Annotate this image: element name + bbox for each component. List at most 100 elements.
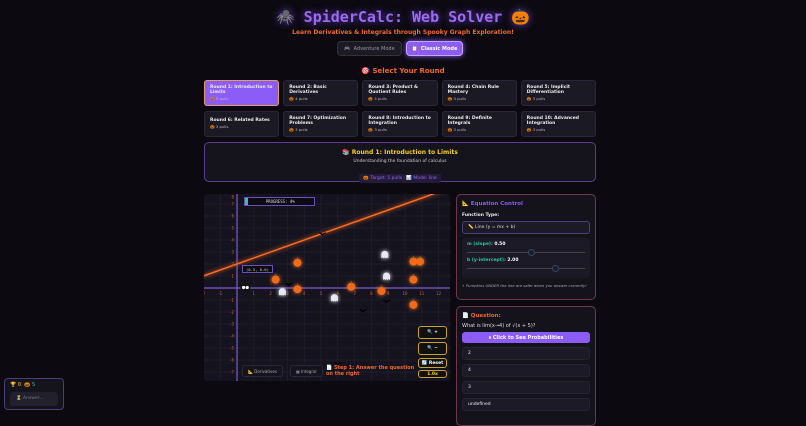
intercept-slider[interactable] bbox=[467, 265, 585, 272]
pumpkin-stem bbox=[350, 281, 352, 284]
gamepad-icon: 🎮 bbox=[344, 45, 351, 52]
x-tick-label: -1 bbox=[218, 291, 222, 296]
answer-input[interactable]: ⏳ Answer... bbox=[10, 392, 58, 406]
answer-option[interactable]: 4 bbox=[462, 364, 590, 377]
graph-canvas[interactable]: -2-112345678910111287654321-1-2-3-4-5-6-… bbox=[204, 194, 450, 381]
slope-label: m (slope): bbox=[467, 242, 493, 247]
spider-icon bbox=[240, 284, 251, 292]
pumpkin-icon bbox=[409, 257, 418, 266]
round-info-desc: Understanding the foundation of calculus bbox=[353, 159, 447, 164]
round-label: Round 10: Advanced Integration bbox=[526, 115, 579, 127]
pumpkin-icon bbox=[293, 258, 302, 267]
x-tick-label: 6 bbox=[337, 291, 340, 296]
adventure-mode-button[interactable]: 🎮Adventure Mode bbox=[337, 41, 402, 56]
x-tick-label: 8 bbox=[370, 291, 373, 296]
question-title: 📄 Question: bbox=[462, 313, 501, 319]
select-round-heading: 🎯 Select Your Round bbox=[361, 67, 445, 75]
pumpkin-stem bbox=[275, 274, 277, 277]
derivatives-button[interactable]: 📐 Derivatives bbox=[242, 365, 283, 377]
answer-option[interactable]: undefined bbox=[462, 398, 590, 411]
zoom-level: 1.0x bbox=[418, 370, 447, 378]
graph-svg[interactable]: -2-112345678910111287654321-1-2-3-4-5-6-… bbox=[204, 194, 450, 381]
pumpkin-stem bbox=[296, 257, 298, 260]
x-tick-label: 1 bbox=[253, 291, 256, 296]
y-tick-label: 5 bbox=[231, 226, 234, 231]
y-tick-label: -6 bbox=[230, 358, 234, 363]
round-info-title: 📚 Round 1: Introduction to Limits bbox=[342, 149, 458, 156]
round-card[interactable]: Round 10: Advanced Integration🎃 3 pulls bbox=[520, 111, 596, 137]
bat-icon bbox=[359, 309, 367, 313]
app-subtitle: Learn Derivatives & Integrals through Sp… bbox=[292, 29, 514, 36]
ghost-icon bbox=[381, 250, 389, 259]
reset-button[interactable]: 🔄 Reset bbox=[418, 358, 447, 368]
pumpkin-stem bbox=[419, 256, 421, 259]
function-type-label: Function Type: bbox=[462, 213, 500, 218]
classic-mode-button[interactable]: 📋Classic Mode bbox=[406, 41, 463, 56]
clipboard-icon: 📋 bbox=[411, 45, 418, 52]
slider-handle[interactable] bbox=[551, 265, 559, 272]
round-pulls: 🎃 3 pulls bbox=[526, 95, 546, 101]
round-label: Round 9: Definite Integrals bbox=[447, 115, 492, 127]
pumpkin-icon bbox=[271, 275, 280, 284]
bat-icon bbox=[285, 282, 294, 287]
slider-handle[interactable] bbox=[528, 249, 536, 256]
pumpkin-stem bbox=[412, 256, 414, 259]
y-tick-label: 2 bbox=[231, 262, 234, 267]
zoom-out-button[interactable]: 🔍 − bbox=[418, 342, 447, 355]
y-tick-label: -7 bbox=[230, 370, 234, 375]
round-label: Round 4: Chain Rule Mastery bbox=[447, 84, 499, 96]
round-card[interactable]: Round 3: Product & Quotient Rules🎃 4 pul… bbox=[362, 80, 438, 106]
round-card[interactable]: Round 4: Chain Rule Mastery🎃 4 pulls bbox=[441, 80, 517, 106]
slope-slider[interactable] bbox=[467, 249, 585, 256]
x-tick-label: 5 bbox=[320, 291, 323, 296]
mode-label: Classic Mode bbox=[420, 45, 458, 52]
round-card[interactable]: Round 9: Definite Integrals🎃 3 pulls bbox=[441, 111, 517, 137]
answer-option[interactable]: 3 bbox=[462, 381, 590, 394]
y-tick-label: 7 bbox=[231, 202, 234, 207]
function-type-select[interactable]: 📏 Line (y = mx + b) bbox=[462, 221, 590, 234]
round-info: 📚 Round 1: Introduction to Limits Unders… bbox=[204, 142, 596, 183]
pumpkin-stem bbox=[296, 283, 298, 286]
round-card[interactable]: Round 5: Implicit Differentiation🎃 3 pul… bbox=[520, 80, 596, 106]
question-panel: 📄 Question: What is lim(x→4) of √(x + 5)… bbox=[456, 306, 596, 426]
bat-icon bbox=[318, 232, 327, 236]
round-pulls: 🎃 5 pulls bbox=[210, 95, 229, 101]
bat-icon bbox=[333, 362, 342, 366]
pumpkin-icon bbox=[409, 275, 418, 284]
y-tick-label: 4 bbox=[231, 238, 234, 243]
round-card[interactable]: Round 7: Optimization Problems🎃 3 pulls bbox=[283, 111, 359, 137]
round-pulls: 🎃 3 pulls bbox=[526, 126, 546, 132]
round-label: Round 1: Introduction to Limits bbox=[210, 84, 273, 96]
round-card[interactable]: Round 6: Related Rates🎃 3 pulls bbox=[204, 111, 280, 137]
pumpkin-icon bbox=[416, 257, 425, 266]
y-tick-label: -3 bbox=[230, 322, 234, 327]
pumpkin-icon bbox=[409, 300, 418, 309]
x-tick-label: 3 bbox=[286, 291, 289, 296]
zoom-in-button[interactable]: 🔍 + bbox=[418, 326, 447, 339]
question-text: What is lim(x→4) of √(x + 5)? bbox=[462, 323, 536, 329]
integral-button[interactable]: ▦ Integral bbox=[290, 365, 323, 377]
round-card[interactable]: Round 8: Introduction to Integration🎃 3 … bbox=[362, 111, 438, 137]
sliders: m (slope): 0.50 b (y-intercept): 2.00 bbox=[462, 238, 590, 278]
app-title: 🕷️ SpiderCalc: Web Solver 🎃 bbox=[275, 8, 531, 26]
round-info-badge: 🎃 Target: 5 pulls · 📊 Mode: line bbox=[359, 174, 441, 183]
score-widget: 🏆 0 🎃 5 ⏳ Answer... bbox=[4, 378, 64, 410]
pumpkin-icon bbox=[377, 287, 386, 295]
see-probabilities-button[interactable]: ⏸ Click to See Probabilities bbox=[462, 332, 590, 343]
round-pulls: 🎃 4 pulls bbox=[447, 95, 467, 101]
round-grid: Round 1: Introduction to Limits🎃 5 pulls… bbox=[204, 80, 596, 137]
round-card[interactable]: Round 2: Basic Derivatives🎃 4 pulls bbox=[283, 80, 359, 106]
intercept-value: 2.00 bbox=[507, 258, 519, 263]
spider-eye bbox=[242, 285, 246, 290]
round-card[interactable]: Round 1: Introduction to Limits🎃 5 pulls bbox=[204, 80, 280, 106]
y-tick-label: 1 bbox=[231, 274, 234, 279]
slope-value: 0.50 bbox=[494, 242, 506, 247]
round-label: Round 2: Basic Derivatives bbox=[289, 84, 327, 96]
progress-fill bbox=[245, 198, 248, 205]
round-pulls: 🎃 3 pulls bbox=[447, 126, 467, 132]
round-label: Round 3: Product & Quotient Rules bbox=[368, 84, 418, 96]
panel-title: 📐 Equation Control bbox=[462, 201, 523, 207]
point-coordinate-label: (0.5, 0.0) bbox=[242, 265, 273, 273]
pumpkin-icon bbox=[347, 282, 356, 291]
answer-option[interactable]: 2 bbox=[462, 347, 590, 360]
